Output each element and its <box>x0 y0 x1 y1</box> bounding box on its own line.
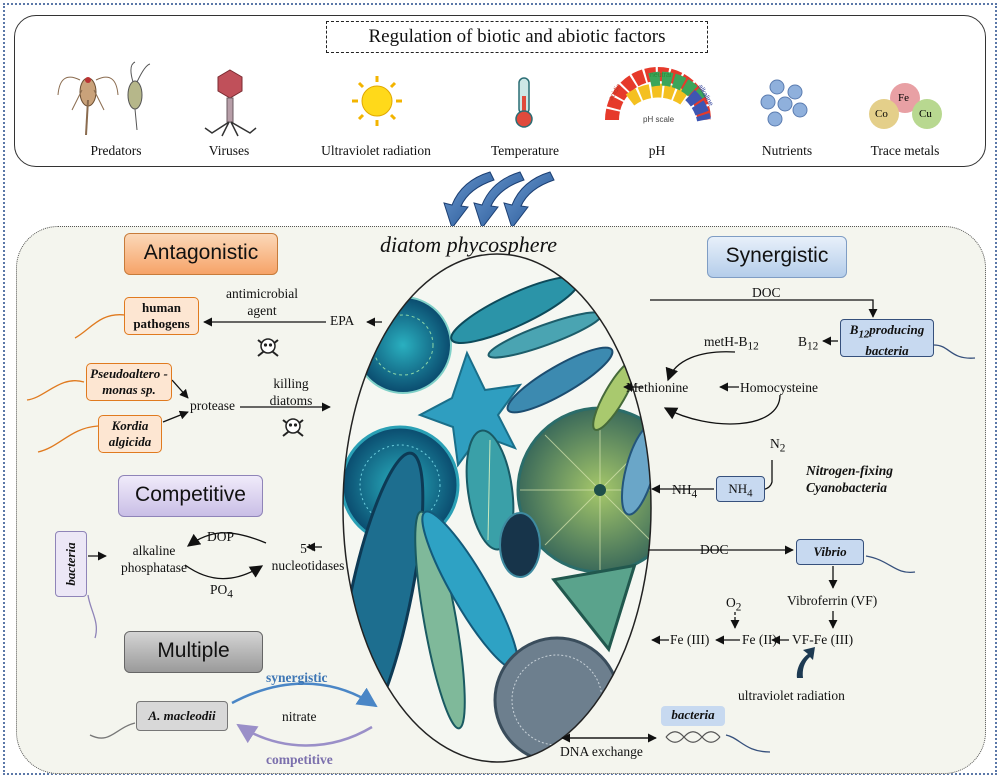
factor-label-temperature: Temperature <box>490 143 559 158</box>
nucleotidases-label: 5’- nucleotidases <box>271 541 345 573</box>
synergistic-label: synergistic <box>266 670 328 685</box>
alkaline-phosphatase-label: alkaline phosphatase <box>121 543 187 575</box>
epa-label: EPA <box>330 313 355 328</box>
kordia-algicida-box: Kordia algicida <box>98 415 162 453</box>
factor-label-trace-metals: Trace metals <box>870 143 940 158</box>
meth-b12-label: metH-B12 <box>704 334 759 353</box>
fe2-label: Fe (II) <box>742 632 777 647</box>
svg-text:Cu: Cu <box>919 108 932 120</box>
vf-fe3-label: VF-Fe (III) <box>792 632 854 647</box>
vibrio-box: Vibrio <box>796 539 864 565</box>
a-macleodii-box: A. macleodii <box>136 701 228 731</box>
antagonistic-header: Antagonistic <box>124 233 278 275</box>
vibroferrin-label: Vibroferrin (VF) <box>787 593 878 608</box>
factor-label-ph: pH <box>648 143 666 158</box>
sun-icon <box>352 76 402 126</box>
synergistic-arrow <box>231 682 378 708</box>
factors-title: Regulation of biotic and abiotic factors <box>326 21 708 53</box>
protease-label: protease <box>190 398 235 413</box>
thermometer-icon <box>515 77 533 128</box>
nh4-label: NH4 <box>672 482 698 501</box>
factor-label-predators: Predators <box>90 143 142 158</box>
trace-metals-icon: Fe Co Cu <box>869 83 942 129</box>
b12-producing-bacteria-box: B12producing bacteria <box>840 319 934 358</box>
human-pathogens-box: human pathogens <box>124 297 199 335</box>
dop-label: DOP <box>207 529 235 544</box>
skull-icon-2 <box>282 418 304 437</box>
pseudoalteromonas-box: Pseudoaltero -monas sp. <box>86 363 172 401</box>
factor-label-nutrients: Nutrients <box>761 143 813 158</box>
competitive-label: competitive <box>266 752 333 767</box>
phycosphere-title: diatom phycosphere <box>380 232 557 257</box>
virus-icon <box>204 69 257 137</box>
svg-text:Fe: Fe <box>898 92 909 104</box>
nutrients-icon <box>760 79 808 127</box>
diatom-micrograph <box>342 253 652 763</box>
competitive-arrow <box>236 723 373 747</box>
n2-label: N2 <box>770 436 786 455</box>
doc-top-label: DOC <box>752 285 781 300</box>
bacteria-dna-box: bacteria <box>661 706 725 726</box>
homocysteine-label: Homocysteine <box>740 380 818 395</box>
multiple-header: Multiple <box>124 631 263 673</box>
regulation-arrows <box>443 171 555 230</box>
uv-radiation-label: ultraviolet radiation <box>738 688 845 703</box>
uv-arrow <box>796 647 815 678</box>
svg-text:neutral: neutral <box>650 72 672 79</box>
ph-scale-icon: acidic neutral alkaline pH scale <box>605 67 714 124</box>
methionine-label: Methionine <box>626 380 689 395</box>
synergistic-header: Synergistic <box>707 236 847 278</box>
predators-icon <box>57 61 151 136</box>
svg-text:pH scale: pH scale <box>643 115 675 124</box>
antimicrobial-agent-label: antimicrobial agent <box>226 286 298 318</box>
o2-label: O2 <box>726 595 742 614</box>
svg-text:Co: Co <box>875 108 888 120</box>
dna-helix-icon <box>665 731 721 743</box>
factor-icons: acidic neutral alkaline pH scale Fe Co C… <box>57 61 942 137</box>
nitrate-label: nitrate <box>282 709 317 724</box>
factor-label-viruses: Viruses <box>208 143 250 158</box>
bacteria-competitive-box: bacteria <box>55 531 87 597</box>
dna-exchange-label: DNA exchange <box>560 744 643 759</box>
competitive-header: Competitive <box>118 475 263 517</box>
po4-label: PO4 <box>210 582 233 601</box>
nh4-box: NH4 <box>716 476 765 502</box>
nitrogen-fixing-cyanobacteria-label: Nitrogen-fixing Cyanobacteria <box>806 463 894 495</box>
b12-label: B12 <box>798 334 819 353</box>
bacteria-competitive-label: bacteria <box>63 542 78 586</box>
skull-icon-1 <box>257 338 279 357</box>
outer-frame <box>3 3 997 775</box>
fe3-label: Fe (III) <box>670 632 710 647</box>
factor-label-uv: Ultraviolet radiation <box>321 143 431 158</box>
doc-mid-label: DOC <box>700 542 729 557</box>
killing-diatoms-label: killing diatoms <box>269 376 313 408</box>
